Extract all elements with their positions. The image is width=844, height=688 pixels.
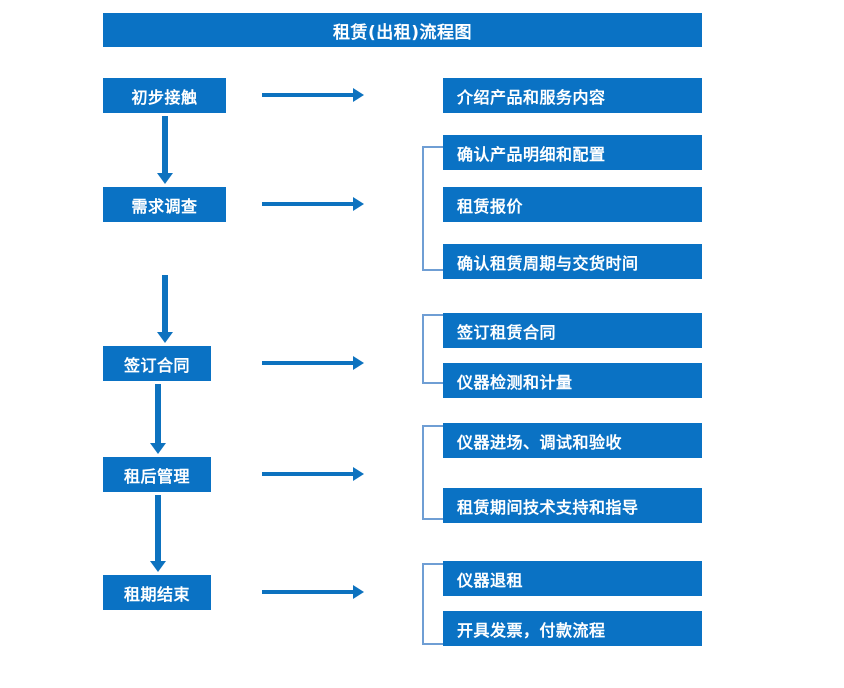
detail-box-invoice-payment[interactable]: 开具发票，付款流程 [443,611,702,646]
horizontal-arrow-4 [262,467,364,481]
detail-box-lease-quotation[interactable]: 租赁报价 [443,187,702,222]
stage-box-preliminary-contact[interactable]: 初步接触 [103,78,226,113]
horizontal-arrow-3 [262,356,364,370]
arrow-shaft [162,116,168,174]
arrow-shaft [262,93,354,97]
vertical-arrow-3 [150,384,166,454]
arrow-shaft [262,472,354,476]
horizontal-arrow-2 [262,197,364,211]
arrow-shaft [155,495,161,562]
stage-box-demand-survey[interactable]: 需求调查 [103,187,226,222]
arrow-shaft [162,275,168,333]
group-bracket-demand-survey [422,146,443,271]
group-bracket-sign-contract [422,314,443,384]
detail-box-instrument-entry-commissioning[interactable]: 仪器进场、调试和验收 [443,423,702,458]
detail-box-introduce-products[interactable]: 介绍产品和服务内容 [443,78,702,113]
detail-box-instrument-return[interactable]: 仪器退租 [443,561,702,596]
arrow-shaft [262,361,354,365]
stage-box-sign-contract[interactable]: 签订合同 [103,346,211,381]
arrow-head [353,467,364,481]
detail-box-confirm-product-details[interactable]: 确认产品明细和配置 [443,135,702,170]
arrow-shaft [155,384,161,444]
vertical-arrow-1 [157,116,173,184]
horizontal-arrow-5 [262,585,364,599]
stage-box-post-lease-management[interactable]: 租后管理 [103,457,211,492]
arrow-head [157,332,173,343]
flowchart-title: 租赁(出租)流程图 [103,13,702,47]
arrow-shaft [262,590,354,594]
arrow-head [353,356,364,370]
arrow-head [157,173,173,184]
arrow-head [353,88,364,102]
horizontal-arrow-1 [262,88,364,102]
arrow-head [150,561,166,572]
detail-box-technical-support[interactable]: 租赁期间技术支持和指导 [443,488,702,523]
arrow-shaft [262,202,354,206]
group-bracket-lease-end [422,563,443,645]
detail-box-instrument-inspection[interactable]: 仪器检测和计量 [443,363,702,398]
vertical-arrow-2 [157,275,173,343]
arrow-head [353,197,364,211]
detail-box-confirm-lease-period[interactable]: 确认租赁周期与交货时间 [443,244,702,279]
stage-box-lease-end[interactable]: 租期结束 [103,575,211,610]
vertical-arrow-4 [150,495,166,572]
arrow-head [150,443,166,454]
arrow-head [353,585,364,599]
group-bracket-post-lease-management [422,425,443,520]
detail-box-sign-lease-contract[interactable]: 签订租赁合同 [443,313,702,348]
